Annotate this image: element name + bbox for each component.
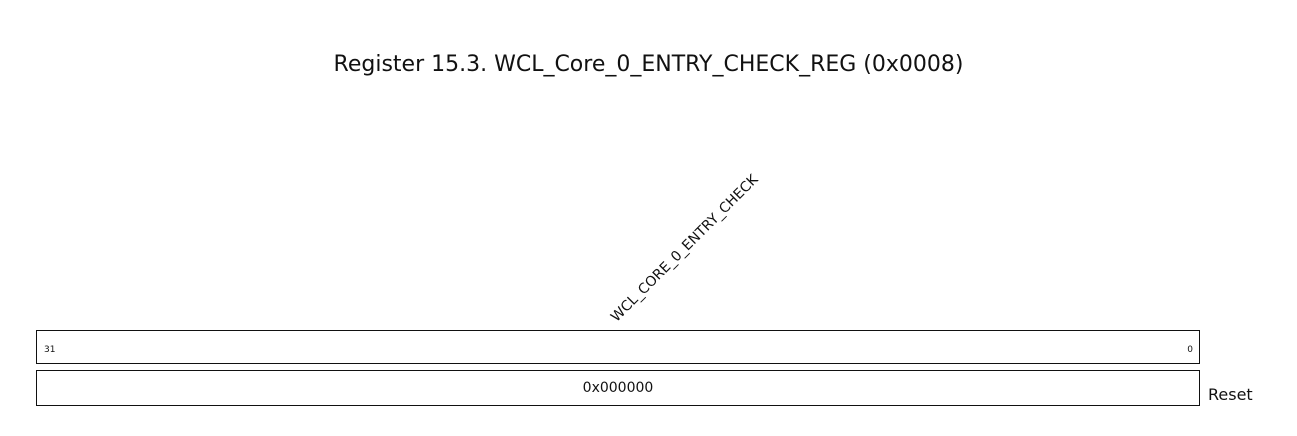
bit-high-index: 31	[44, 345, 56, 355]
register-title: Register 15.3. WCL_Core_0_ENTRY_CHECK_RE…	[333, 52, 964, 77]
reset-value-row: 0x000000	[36, 370, 1200, 406]
reset-value: 0x000000	[582, 380, 654, 396]
bit-low-index: 0	[1187, 345, 1193, 355]
reset-label: Reset	[1208, 385, 1253, 404]
field-name-label: WCL_CORE_0_ENTRY_CHECK	[608, 171, 762, 326]
bit-range-row: 31 0	[36, 330, 1200, 364]
